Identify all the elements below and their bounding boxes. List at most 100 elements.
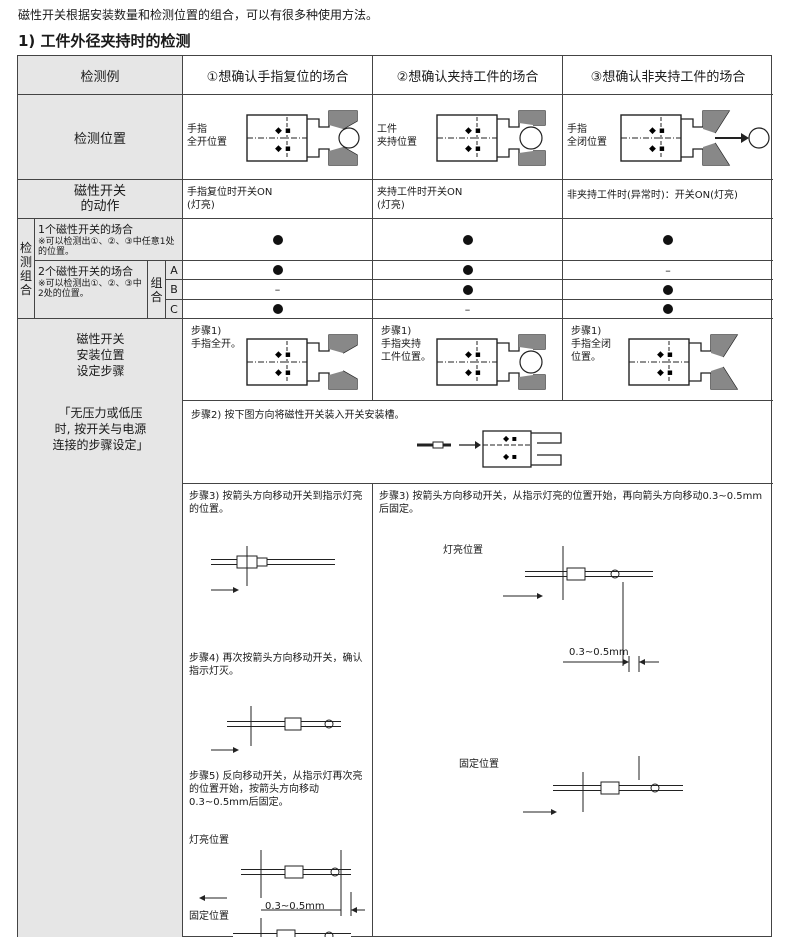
mark-dot xyxy=(462,265,473,275)
svg-text:◆ ▪: ◆ ▪ xyxy=(275,350,291,360)
svg-text:◆ ▪: ◆ ▪ xyxy=(465,350,481,360)
svg-text:◆ ▪: ◆ ▪ xyxy=(657,350,673,360)
svg-text:◆ ▪: ◆ ▪ xyxy=(465,368,481,378)
action-c2: 夹持工件时开关ON (灯亮) xyxy=(373,180,563,219)
step4-switch-diagram xyxy=(211,706,341,753)
detect-position-c1: 手指 全开位置 ◆ ▪ ◆ ▪ xyxy=(183,95,373,180)
action-c3: 非夹持工件时(异常时)：开关ON(灯亮) xyxy=(563,180,773,219)
step5-switch-diagram xyxy=(199,850,365,937)
mark-dot xyxy=(272,234,283,245)
switch-insert-diagram: ◆ ▪ ◆ ▪ xyxy=(417,430,562,468)
svg-text:◆ ▪: ◆ ▪ xyxy=(649,126,665,136)
step1-c1: 步骤1) 手指全开。 ◆ ▪ ◆ ▪ xyxy=(183,319,373,401)
combo-c-c2: – xyxy=(373,300,563,319)
mark-dot xyxy=(462,284,473,295)
step1-c2: 步骤1) 手指夹持 工件位置。 ◆ ▪ ◆ ▪ xyxy=(373,319,563,401)
step1-open-diagram: ◆ ▪ ◆ ▪ xyxy=(246,334,358,390)
header-col2: ②想确认夹持工件的场合 xyxy=(373,56,563,95)
step4-left-text: 步骤4) 再次按箭头方向移动开关，确认指示灯灭。 xyxy=(189,653,363,677)
action-label: 磁性开关 的动作 xyxy=(18,180,183,219)
detect-text-c2: 工件 夹持位置 xyxy=(377,124,417,148)
combo-b-c3 xyxy=(563,280,773,300)
detect-position-c2: 工件 夹持位置 ◆ ▪ ◆ ▪ xyxy=(373,95,563,180)
combo-a-c3: – xyxy=(563,261,773,280)
combo-one-c1 xyxy=(183,219,373,261)
svg-text:◆ ▪: ◆ ▪ xyxy=(649,144,665,154)
svg-text:◆ ▪: ◆ ▪ xyxy=(275,144,291,154)
step3-right-text: 步骤3) 按箭头方向移动开关，从指示灯亮的位置开始，再向箭头方向移动0.3~0.… xyxy=(379,491,763,515)
step1-text-c1: 步骤1) 手指全开。 xyxy=(191,326,241,350)
dim-label-right: 0.3~0.5mm xyxy=(569,647,629,658)
step3-left-text: 步骤3) 按箭头方向移动开关到指示灯亮的位置。 xyxy=(189,491,363,515)
combo-one-c3 xyxy=(563,219,773,261)
header-col0: 检测例 xyxy=(18,56,183,95)
action-c1: 手指复位时开关ON (灯亮) xyxy=(183,180,373,219)
dim-line-right xyxy=(563,656,659,672)
combo-group-label: 组 合 xyxy=(148,261,166,319)
dim-label-left: 0.3~0.5mm xyxy=(265,901,325,912)
section-title: 1) 工件外径夹持时的检测 xyxy=(18,32,191,50)
detection-table: 检测例 ①想确认手指复位的场合 ②想确认夹持工件的场合 ③想确认非夹持工件的场合… xyxy=(17,55,773,937)
svg-text:◆ ▪: ◆ ▪ xyxy=(503,434,517,443)
step1-text-c3: 步骤1) 手指全闭 位置。 xyxy=(571,326,611,363)
step1-closed-diagram: ◆ ▪ ◆ ▪ xyxy=(628,334,739,390)
combo-one-title: 1个磁性开关的场合 xyxy=(38,223,133,236)
steps-left-cell: 步骤3) 按箭头方向移动开关到指示灯亮的位置。 步骤4) 再次按箭头方向移动开关… xyxy=(183,484,373,937)
mark-dot xyxy=(272,304,283,314)
mark-dot xyxy=(462,234,473,245)
mark-dot xyxy=(663,234,673,245)
light-on-label-right: 灯亮位置 xyxy=(443,545,483,556)
combo-one-label: 1个磁性开关的场合 ※可以检测出①、②、③中任意1处的位置。 xyxy=(35,219,183,261)
combo-a-c1 xyxy=(183,261,373,280)
combo-row-b: B xyxy=(166,280,183,300)
svg-text:◆ ▪: ◆ ▪ xyxy=(275,368,291,378)
combo-two-title: 2个磁性开关的场合 xyxy=(38,265,133,278)
fix-pos-label-left: 固定位置 xyxy=(189,911,229,922)
combo-side-label: 检 测 组 合 xyxy=(18,219,35,319)
step3-switch-diagram xyxy=(211,546,335,593)
gripper-clamp-diagram: ◆ ▪ ◆ ▪ xyxy=(436,110,546,166)
detect-text-c1: 手指 全开位置 xyxy=(187,124,227,148)
gripper-open-diagram: ◆ ▪ ◆ ▪ xyxy=(246,110,360,166)
intro-text: 磁性开关根据安装数量和检测位置的组合，可以有很多种使用方法。 xyxy=(18,8,379,22)
steps-right-cell: 步骤3) 按箭头方向移动开关，从指示灯亮的位置开始，再向箭头方向移动0.3~0.… xyxy=(373,484,773,937)
combo-two-note: ※可以检测出①、②、③中2处的位置。 xyxy=(38,279,142,299)
combo-b-c2 xyxy=(373,280,563,300)
combo-one-c2 xyxy=(373,219,563,261)
fix-pos-label-right: 固定位置 xyxy=(459,759,499,770)
setup-label: 磁性开关 安装位置 设定步骤 xyxy=(76,332,125,378)
combo-a-c2 xyxy=(373,261,563,280)
step5-left-text: 步骤5) 反向移动开关，从指示灯再次亮的位置开始，按箭头方向移动0.3~0.5m… xyxy=(189,771,363,808)
setup-label-cell: 磁性开关 安装位置 设定步骤 「无压力或低压 时, 按开关与电源 连接的步骤设定… xyxy=(18,319,183,937)
svg-text:◆ ▪: ◆ ▪ xyxy=(657,368,673,378)
detect-position-label: 检测位置 xyxy=(18,95,183,180)
step1-clamp-diagram: ◆ ▪ ◆ ▪ xyxy=(436,334,546,390)
combo-row-c: C xyxy=(166,300,183,319)
svg-text:◆ ▪: ◆ ▪ xyxy=(465,144,481,154)
combo-row-a: A xyxy=(166,261,183,280)
mark-dot xyxy=(272,265,283,275)
step2-cell: 步骤2) 按下图方向将磁性开关装入开关安装槽。 ◆ ▪ ◆ ▪ xyxy=(183,401,773,484)
combo-one-note: ※可以检测出①、②、③中任意1处的位置。 xyxy=(38,237,175,257)
svg-text:◆ ▪: ◆ ▪ xyxy=(503,452,517,461)
combo-c-c3 xyxy=(563,300,773,319)
mark-dot xyxy=(663,304,673,314)
combo-c-c1 xyxy=(183,300,373,319)
step3-right-light-diagram xyxy=(503,546,653,666)
step1-text-c2: 步骤1) 手指夹持 工件位置。 xyxy=(381,326,431,363)
detect-position-c3: 手指 全闭位置 ◆ ▪ ◆ ▪ xyxy=(563,95,773,180)
svg-text:◆ ▪: ◆ ▪ xyxy=(465,126,481,136)
light-on-label-left: 灯亮位置 xyxy=(189,835,229,846)
svg-text:◆ ▪: ◆ ▪ xyxy=(275,126,291,136)
step2-text: 步骤2) 按下图方向将磁性开关装入开关安装槽。 xyxy=(191,410,405,421)
header-col1: ①想确认手指复位的场合 xyxy=(183,56,373,95)
setup-note: 「无压力或低压 时, 按开关与电源 连接的步骤设定」 xyxy=(52,406,149,452)
detect-text-c3: 手指 全闭位置 xyxy=(567,124,607,148)
combo-two-label: 2个磁性开关的场合 ※可以检测出①、②、③中2处的位置。 xyxy=(35,261,148,319)
step3-right-fix-diagram xyxy=(523,756,683,815)
header-col3: ③想确认非夹持工件的场合 xyxy=(563,56,773,95)
mark-dot xyxy=(663,284,673,295)
step1-c3: 步骤1) 手指全闭 位置。 ◆ ▪ ◆ ▪ xyxy=(563,319,773,401)
combo-b-c1: – xyxy=(183,280,373,300)
gripper-closed-diagram: ◆ ▪ ◆ ▪ xyxy=(620,110,770,166)
